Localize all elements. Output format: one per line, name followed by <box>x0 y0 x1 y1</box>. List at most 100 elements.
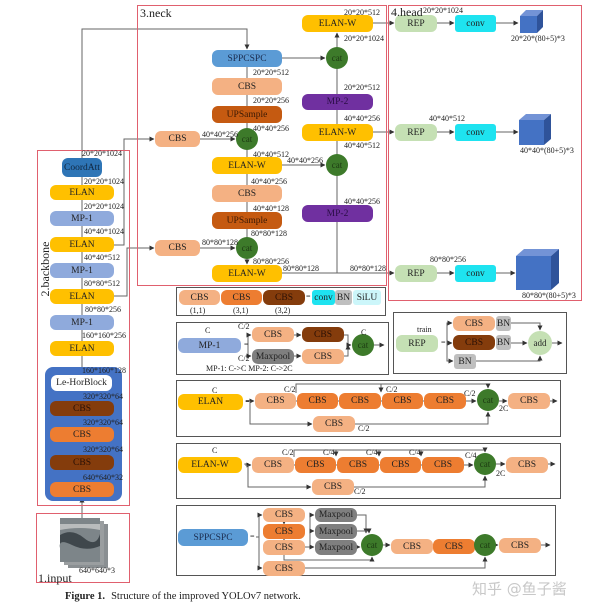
backbone-cbs-node: CBS <box>50 401 114 416</box>
dims-label: 40*40*256 <box>344 197 380 206</box>
backbone-cbs-node: CBS <box>50 482 114 497</box>
dims-label: 20*20*1024 <box>82 149 122 158</box>
dims-label: 40*40*256 <box>253 124 289 133</box>
channel-label: C/2 <box>238 322 250 331</box>
elan-cbs-node: CBS <box>424 393 466 409</box>
channel-label: C <box>212 446 218 455</box>
dims-label: 40*40*512 <box>84 253 120 262</box>
neck-section-label: 3.neck <box>140 6 172 20</box>
neck-lateral-cbs-node: CBS <box>155 240 200 256</box>
elanw-cbs-node: CBS <box>337 457 379 473</box>
output-dims-label: 80*80*(80+5)*3 <box>522 291 576 300</box>
neck-lateral-cbs-node: CBS <box>155 131 200 147</box>
dims-label: 640*640*32 <box>83 473 123 482</box>
spp-maxpool-node: Maxpool <box>315 540 357 555</box>
dims-label: 40*40*256 <box>287 156 323 165</box>
elan-definition-box <box>176 380 561 437</box>
channel-label: C/2 <box>354 487 366 496</box>
neck-sppcspc-node: SPPCSPC <box>212 50 282 67</box>
backbone-cbs-node: CBS <box>50 427 114 442</box>
mp-definition-box <box>176 322 389 375</box>
mp-cat-node: cat <box>352 334 374 356</box>
dims-label: 80*80*256 <box>253 257 289 266</box>
channel-label: C/4 <box>409 448 421 457</box>
dims-label: 20*20*512 <box>344 8 380 17</box>
dims-label: 80*80*128 <box>350 264 386 273</box>
caption-label: Figure 1. <box>65 591 106 602</box>
channel-label: C/2 <box>464 389 476 398</box>
dims-label: 80*80*128 <box>251 229 287 238</box>
neck-cat-node: cat <box>326 154 348 176</box>
dims-label: 80*80*128 <box>283 264 319 273</box>
dims-label: 80*80*512 <box>84 279 120 288</box>
dims-label: 20*20*256 <box>253 96 289 105</box>
train-label: train <box>417 325 432 334</box>
dims-label: 40*40*512 <box>429 114 465 123</box>
dims-label: 40*40*1024 <box>84 227 124 236</box>
sppcspc-definition-node: SPPCSPC <box>178 529 248 546</box>
legend-box <box>176 287 386 316</box>
elan-cat-node: cat <box>477 389 499 411</box>
rep-add-node: add <box>528 331 552 355</box>
spp-maxpool-node: Maxpool <box>315 524 357 539</box>
neck-cbs-node: CBS <box>212 185 282 202</box>
legend-conv: conv <box>312 290 335 305</box>
neck-cbs-node: CBS <box>212 78 282 95</box>
dims-label: 320*320*64 <box>83 392 123 401</box>
rep-bn-node: BN <box>496 316 511 331</box>
dims-label: 40*40*256 <box>251 177 287 186</box>
dims-label: 80*80*256 <box>430 255 466 264</box>
elanw-definition-node: ELAN-W <box>178 457 242 473</box>
elanw-cbs-node: CBS <box>506 457 548 473</box>
neck-cat-node: cat <box>236 128 258 150</box>
dims-label: 80*80*256 <box>85 305 121 314</box>
spp-cbs-node: CBS <box>263 524 305 539</box>
head-rep-node: REP <box>395 124 437 141</box>
equals-sign: = <box>441 338 446 347</box>
dims-label: 40*40*512 <box>253 150 289 159</box>
caption-text: Structure of the improved YOLOv7 network… <box>111 591 301 602</box>
channel-label: C/2 <box>282 448 294 457</box>
mp-cbs-node: CBS <box>302 327 344 342</box>
dims-label: 40*40*256 <box>344 114 380 123</box>
dims-label: 20*20*1024 <box>84 177 124 186</box>
elanw-cbs-node: CBS <box>252 457 294 473</box>
equals-sign: = <box>244 460 249 469</box>
channel-label: C/4 <box>465 451 477 460</box>
neck-elanw-node: ELAN-W <box>302 15 373 32</box>
dims-label: 40*40*512 <box>344 141 380 150</box>
neck-upsample-node: UPSample <box>212 212 282 229</box>
head-conv-node: conv <box>455 265 496 282</box>
dims-label: 80*80*128 <box>202 238 238 247</box>
channel-label: C <box>205 326 211 335</box>
backbone-elan-node: ELAN <box>50 185 114 200</box>
elan-cbs-node: CBS <box>339 393 381 409</box>
input-dims-label: 640*640*3 <box>79 566 115 575</box>
spp-cbs-node: CBS <box>263 561 305 576</box>
kernel-label: (1,1) <box>190 306 206 315</box>
elan-definition-node: ELAN <box>178 394 243 410</box>
mp1-definition-node: MP-1 <box>178 338 241 353</box>
dims-label: 20*20*512 <box>344 83 380 92</box>
backbone-cbs-node: CBS <box>50 455 114 470</box>
coordatt-node: CoordAtt <box>62 158 102 177</box>
spp-cbs-node: CBS <box>263 540 305 555</box>
dims-label: 320*320*64 <box>83 418 123 427</box>
rep-bn-node: BN <box>496 335 511 350</box>
sppcspc-definition-box <box>176 505 556 576</box>
channel-label: 2C <box>499 404 509 413</box>
watermark: 知乎 @鱼子酱 <box>472 580 567 598</box>
neck-cat-node: cat <box>236 237 258 259</box>
elanw-cbs-node: CBS <box>295 457 336 473</box>
channel-label: C/4 <box>323 448 335 457</box>
dims-label: 20*20*1024 <box>84 202 124 211</box>
dims-label: 160*160*256 <box>82 331 126 340</box>
backbone-frame <box>37 150 130 506</box>
rep-cbs-node: CBS <box>453 316 495 331</box>
channel-label: C/4 <box>366 448 378 457</box>
backbone-mp1-node: MP-1 <box>50 315 114 330</box>
backbone-mp1-node: MP-1 <box>50 263 114 278</box>
channel-label: C/2 <box>386 385 398 394</box>
dims-label: 20*20*1024 <box>344 34 384 43</box>
channel-label: C/2 <box>238 354 250 363</box>
